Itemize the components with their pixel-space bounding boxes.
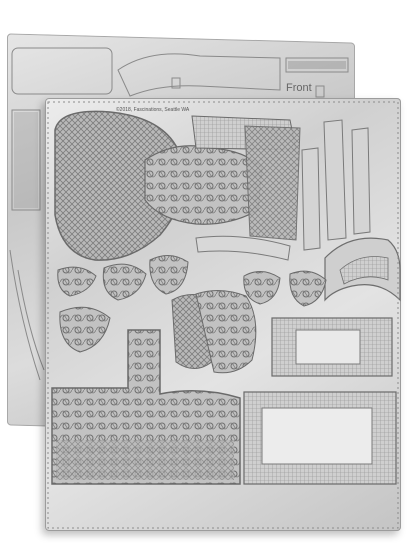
lower-frame-window xyxy=(261,407,373,465)
ring-inner xyxy=(339,256,389,285)
front-label: Front xyxy=(286,82,312,94)
ornament-part xyxy=(289,270,327,307)
frame-window xyxy=(295,329,361,365)
fence-lattice xyxy=(56,440,234,480)
copyright-text: ©2018, Fascinations, Seattle WA xyxy=(116,107,190,113)
ornament-part xyxy=(59,306,111,353)
back-part-strip xyxy=(11,47,113,95)
ornament-part xyxy=(149,255,189,295)
ornament-part xyxy=(102,263,147,301)
tall-side-panel xyxy=(244,125,301,241)
back-part-bar xyxy=(285,57,349,73)
crest-part xyxy=(195,290,257,374)
back-part-panel xyxy=(11,109,41,211)
back-part-curve xyxy=(17,269,45,371)
back-part-tab xyxy=(315,85,325,98)
strip-part xyxy=(301,147,321,251)
back-part-arch xyxy=(117,53,281,97)
back-part-curve xyxy=(9,249,41,381)
ribbon-part xyxy=(195,235,291,261)
ornament-part xyxy=(243,271,281,305)
back-part-tab xyxy=(171,77,181,89)
back-lattice-bar xyxy=(288,61,346,69)
strip-part xyxy=(323,119,347,241)
sheet-border xyxy=(47,101,399,529)
strip-part xyxy=(351,127,371,235)
scroll-banner-part xyxy=(144,145,263,225)
back-lattice-panel xyxy=(14,112,38,208)
ornament-part xyxy=(57,266,97,297)
